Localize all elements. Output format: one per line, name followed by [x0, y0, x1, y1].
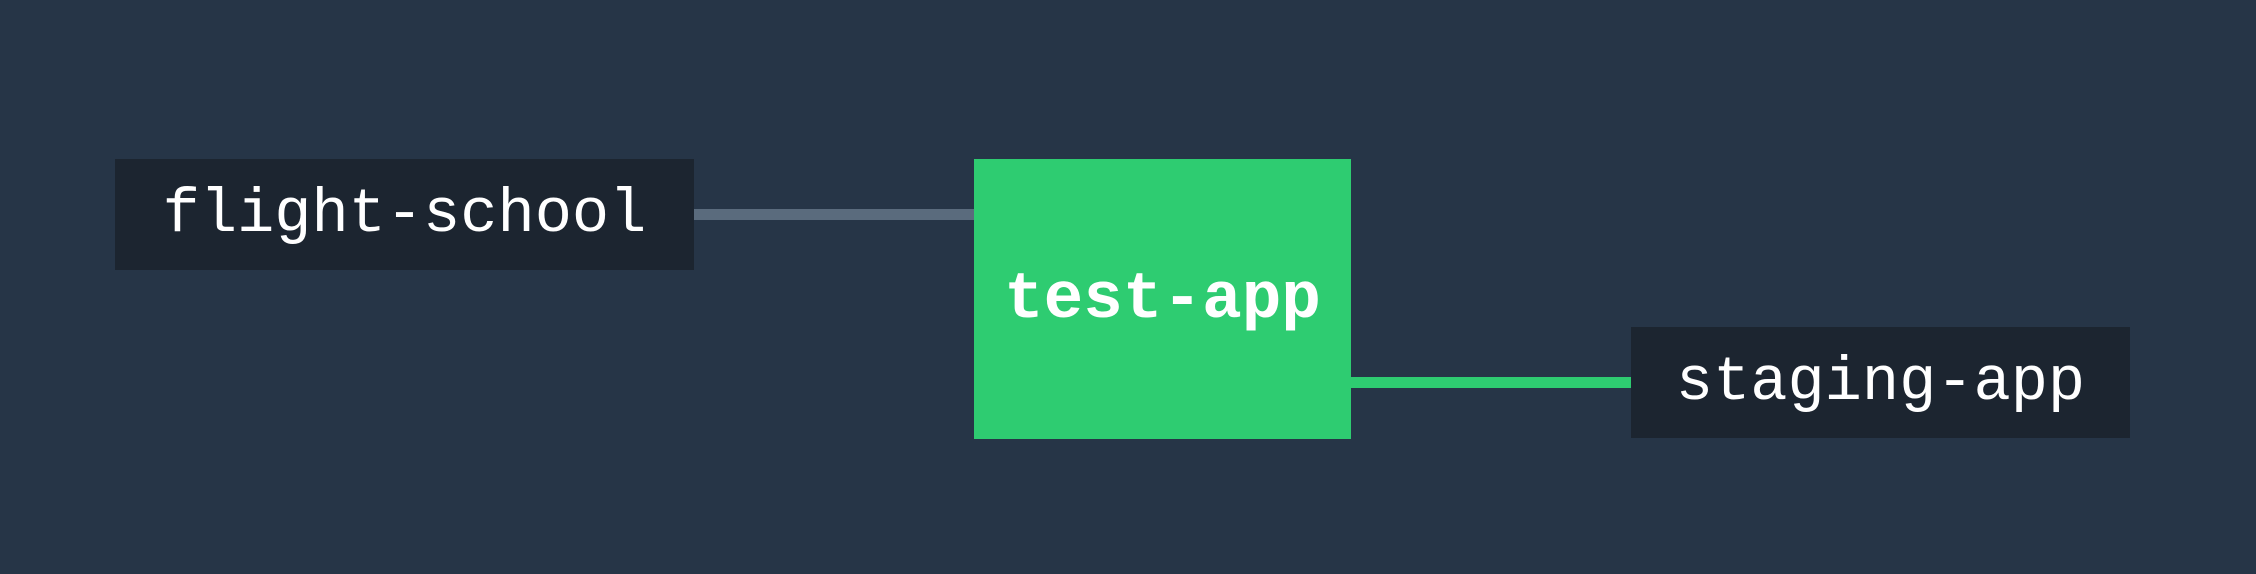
node-test-app[interactable]: test-app [974, 159, 1351, 439]
edge-test-app-to-staging-app [1351, 377, 1631, 388]
node-staging-app[interactable]: staging-app [1631, 327, 2130, 438]
node-flight-school-label: flight-school [162, 179, 647, 250]
node-flight-school[interactable]: flight-school [115, 159, 694, 270]
node-staging-app-label: staging-app [1675, 347, 2086, 418]
edge-flight-school-to-test-app [694, 209, 974, 220]
node-test-app-label: test-app [1004, 261, 1321, 337]
